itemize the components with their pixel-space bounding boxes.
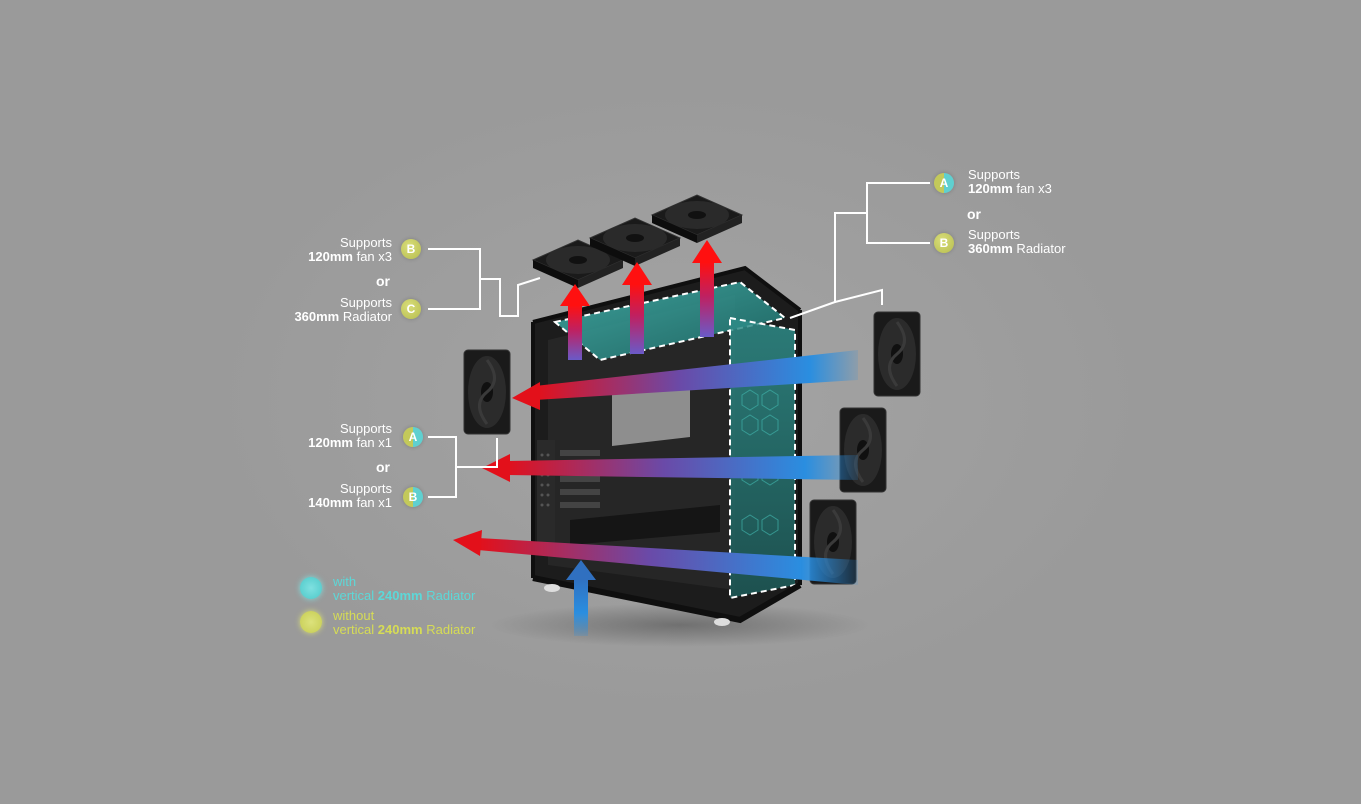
legend-cyan-dot [300,577,322,599]
horizontal-airflow-arrows [453,350,858,585]
legend-with-text: with vertical 240mm Radiator [333,574,476,603]
legend-yellow-dot [300,611,322,633]
legend-without-text: without vertical 240mm Radiator [333,608,476,637]
top-right-opt1-text: Supports 120mm fan x3 [968,167,1052,196]
mid-left-or: or [376,459,390,475]
mid-left-opt1-text: Supports 120mm fan x1 [308,421,392,450]
top-left-or: or [376,273,390,289]
top-right-badge-a: A [934,173,954,193]
callout-lines [428,182,930,498]
top-left-badge-b: B [401,239,421,259]
top-left-opt1-text: Supports 120mm fan x3 [308,235,392,264]
pc-case [531,265,802,626]
front-fans [808,310,922,586]
exhaust-arrows-top [560,240,722,360]
rear-fan [462,348,512,436]
top-left-opt2-text: Supports 360mm Radiator [294,295,392,324]
top-right-opt2-text: Supports 360mm Radiator [968,227,1066,256]
top-left-badge-c: C [401,299,421,319]
mid-left-badge-b: B [403,487,423,507]
mid-left-opt2-text: Supports 140mm fan x1 [308,481,392,510]
top-right-or: or [967,206,981,222]
mid-left-badge-a: A [403,427,423,447]
bottom-intake-arrow [566,560,596,636]
top-right-badge-b: B [934,233,954,253]
